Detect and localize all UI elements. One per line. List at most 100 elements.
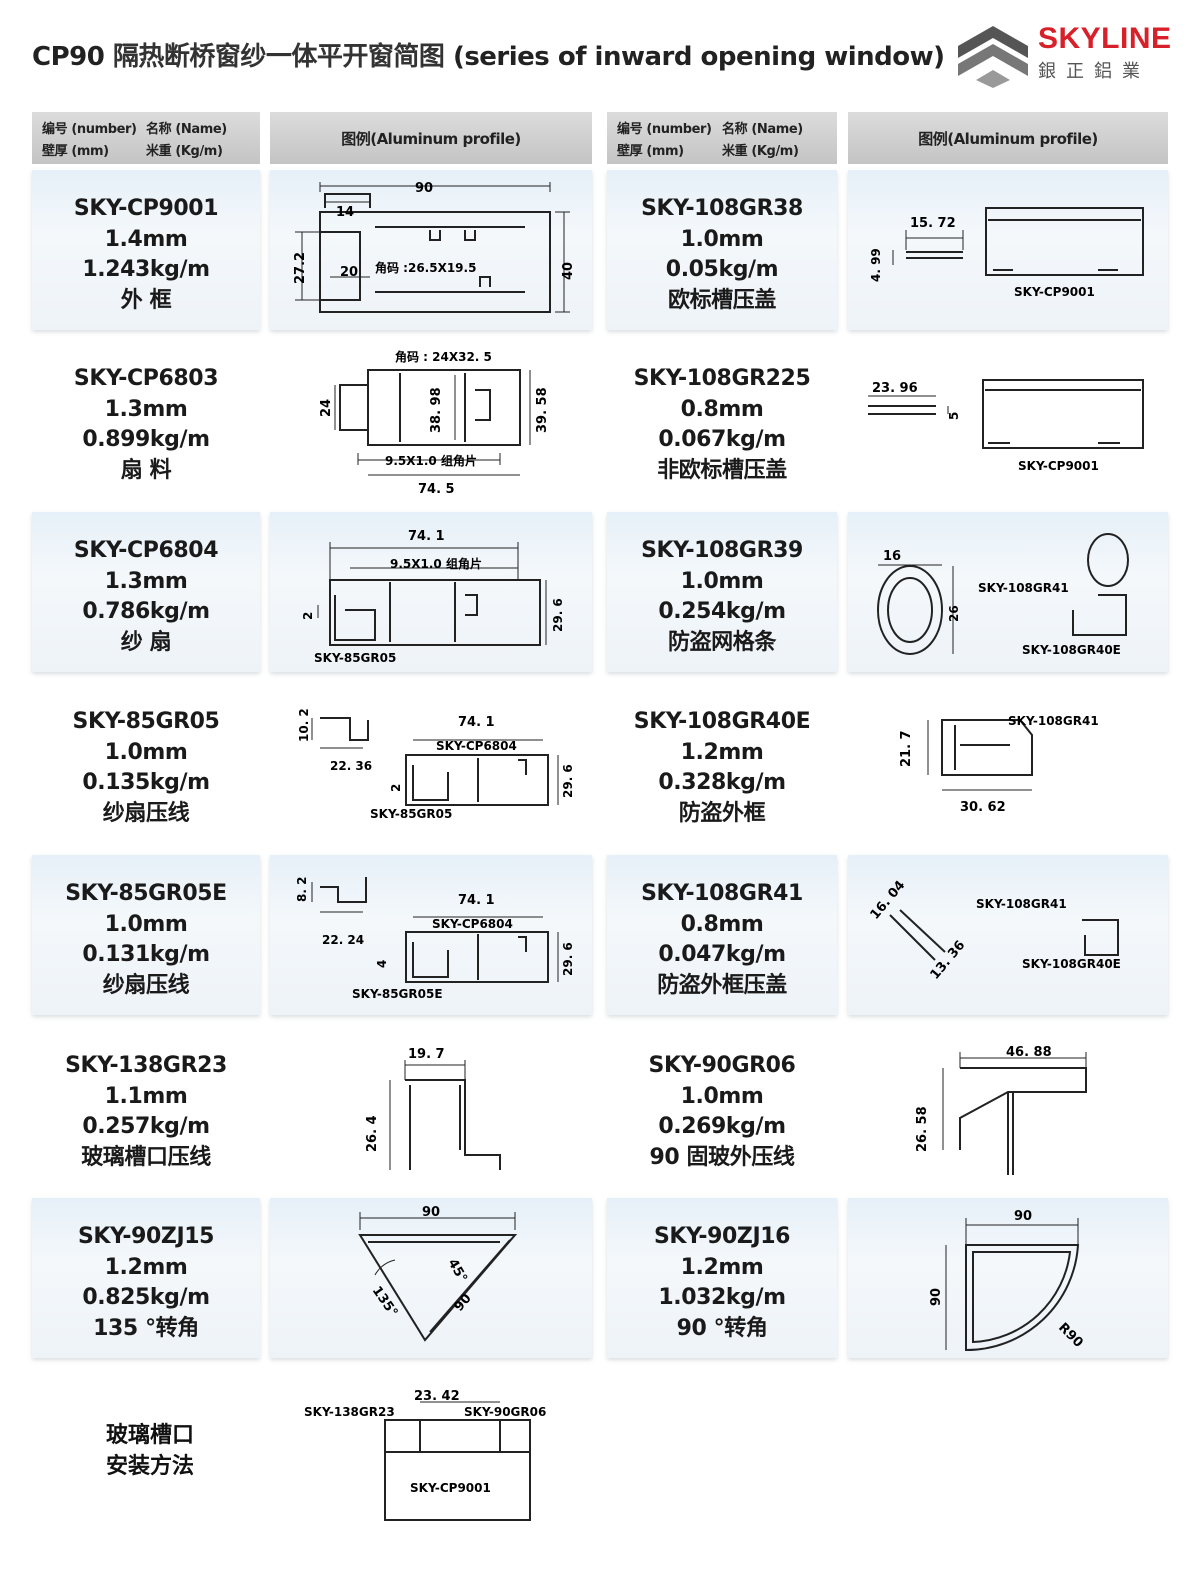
drawing-sky-108gr41: 16. 04 13. 36 SKY-108GR41 SKY-108GR40E xyxy=(868,880,1121,983)
profile-name: 纱扇压线 xyxy=(102,800,190,826)
page-title: CP90 隔热断桥窗纱一体平开窗简图 (series of inward ope… xyxy=(32,42,945,72)
profile-weight: 0.257kg/m xyxy=(82,1114,210,1139)
profile-name: 防盗网格条 xyxy=(667,629,776,655)
column-header-drawing-left: 图例(Aluminum profile) xyxy=(270,112,592,164)
drawing-sky-108gr39: 16 26 SKY-108GR41 SKY-108GR40E xyxy=(877,533,1129,657)
profile-thickness: 1.0mm xyxy=(680,1083,764,1109)
profile-code: SKY-108GR41 xyxy=(641,881,803,906)
profile-thickness: 1.0mm xyxy=(104,911,188,937)
svg-text:R90: R90 xyxy=(1055,1320,1085,1350)
svg-text:SKY-CP9001: SKY-CP9001 xyxy=(410,1481,491,1495)
drawing-sky-108gr38: 15. 72 4. 99 SKY-CP9001 xyxy=(869,207,1144,299)
svg-text:29. 6: 29. 6 xyxy=(551,598,565,632)
svg-text:SKY-108GR40E: SKY-108GR40E xyxy=(1022,643,1121,657)
profile-code: SKY-CP6803 xyxy=(73,366,219,391)
profile-name: 欧标槽压盖 xyxy=(667,287,776,313)
svg-text:26: 26 xyxy=(947,605,961,622)
svg-text:74. 1: 74. 1 xyxy=(458,715,495,730)
svg-text:38. 98: 38. 98 xyxy=(429,387,444,433)
svg-text:SKY-90GR06: SKY-90GR06 xyxy=(464,1405,546,1419)
profile-info-left-4: SKY-85GR05 1.0mm 0.135kg/m 纱扇压线 xyxy=(32,683,260,843)
drawing-sky-108gr225: 23. 96 5 SKY-CP9001 xyxy=(868,379,1144,473)
column-header-info-right: 编号 (number)名称 (Name) 壁厚 (mm)米重 (Kg/m) xyxy=(607,112,837,164)
profile-code: SKY-108GR40E xyxy=(633,709,811,734)
profile-drawing-cell-right-3 xyxy=(848,512,1168,672)
svg-text:16. 04: 16. 04 xyxy=(868,880,909,923)
profile-weight: 0.05kg/m xyxy=(665,257,779,282)
column-header-drawing-right: 图例(Aluminum profile) xyxy=(848,112,1168,164)
svg-text:90: 90 xyxy=(422,1205,440,1220)
profile-code: SKY-108GR39 xyxy=(641,538,803,563)
svg-text:90: 90 xyxy=(1014,1209,1032,1224)
svg-text:19. 7: 19. 7 xyxy=(408,1047,445,1062)
svg-text:74. 1: 74. 1 xyxy=(408,529,445,544)
profile-thickness: 1.4mm xyxy=(104,226,188,252)
svg-text:21. 7: 21. 7 xyxy=(899,730,914,767)
profile-weight: 0.131kg/m xyxy=(82,942,210,967)
drawing-sky-cp9001: 90 14 20 角码 :26.5X19.5 27.2 40 xyxy=(293,181,576,313)
profile-code: SKY-108GR225 xyxy=(633,366,811,391)
drawing-sky-90gr06: 46. 88 26. 58 xyxy=(915,1045,1087,1175)
svg-text:SKY-85GR05: SKY-85GR05 xyxy=(314,651,396,665)
profile-weight: 0.825kg/m xyxy=(82,1285,210,1310)
profile-code: SKY-85GR05 xyxy=(72,709,220,734)
svg-text:90: 90 xyxy=(452,1291,475,1315)
svg-text:4: 4 xyxy=(375,960,389,968)
column-header-info-left: 编号 (number)名称 (Name) 壁厚 (mm)米重 (Kg/m) xyxy=(32,112,260,164)
svg-text:90: 90 xyxy=(415,181,433,196)
profile-thickness: 0.8mm xyxy=(680,911,764,937)
profile-name: 玻璃槽口压线 xyxy=(81,1144,211,1170)
profile-name: 90 固玻外压线 xyxy=(649,1144,795,1170)
logo-text: SKYLINE xyxy=(1038,22,1172,55)
profile-name: 纱 扇 xyxy=(120,629,172,655)
profile-code: SKY-85GR05E xyxy=(65,881,227,906)
drawing-sky-85gr05e: 8. 2 22. 24 74. 1 SKY-CP6804 4 29. 6 SKY… xyxy=(295,877,575,1001)
profile-weight: 0.254kg/m xyxy=(658,599,786,624)
svg-text:角码 :26.5X19.5: 角码 :26.5X19.5 xyxy=(375,260,476,275)
drawing-sky-108gr40e: SKY-108GR41 21. 7 30. 62 xyxy=(899,714,1099,815)
profile-weight: 0.067kg/m xyxy=(658,427,786,452)
svg-text:16: 16 xyxy=(883,549,901,564)
svg-text:39. 58: 39. 58 xyxy=(535,387,550,433)
profile-name: 扇 料 xyxy=(120,457,172,483)
svg-text:SKY-108GR41: SKY-108GR41 xyxy=(976,897,1067,911)
svg-text:SKY-85GR05: SKY-85GR05 xyxy=(370,807,452,821)
svg-text:2: 2 xyxy=(301,612,315,620)
svg-text:22. 24: 22. 24 xyxy=(322,933,364,947)
svg-text:135°: 135° xyxy=(369,1284,401,1320)
svg-text:26. 58: 26. 58 xyxy=(915,1106,930,1152)
svg-text:SKY-CP9001: SKY-CP9001 xyxy=(1018,459,1099,473)
svg-text:9.5X1.0 组角片: 9.5X1.0 组角片 xyxy=(390,556,482,571)
svg-text:29. 6: 29. 6 xyxy=(561,942,575,976)
drawing-sky-90zj16: 90 90 R90 xyxy=(929,1209,1086,1352)
svg-text:29. 6: 29. 6 xyxy=(561,764,575,798)
profile-code: SKY-138GR23 xyxy=(65,1053,227,1078)
svg-text:5: 5 xyxy=(947,412,961,420)
profile-thickness: 1.2mm xyxy=(680,1254,764,1280)
profile-thickness: 1.0mm xyxy=(104,739,188,765)
svg-text:SKY-CP6804: SKY-CP6804 xyxy=(436,739,517,753)
svg-text:22. 36: 22. 36 xyxy=(330,759,372,773)
svg-text:46. 88: 46. 88 xyxy=(1006,1045,1052,1060)
svg-text:SKY-CP6804: SKY-CP6804 xyxy=(432,917,513,931)
profile-weight: 0.269kg/m xyxy=(658,1114,786,1139)
svg-text:SKY-108GR40E: SKY-108GR40E xyxy=(1022,957,1121,971)
profile-name: 防盗外框压盖 xyxy=(657,972,787,998)
drawing-sky-cp6803: 角码 : 24X32. 5 9.5X1.0 组角片 74. 5 24 38. 9… xyxy=(319,349,550,497)
profile-name: 135 °转角 xyxy=(93,1315,199,1341)
profile-weight: 0.135kg/m xyxy=(82,770,210,795)
profile-drawing-cell-left-5 xyxy=(270,855,592,1015)
svg-text:10. 2: 10. 2 xyxy=(297,708,311,742)
profile-drawing-cell-right-5 xyxy=(848,855,1168,1015)
profile-code: SKY-CP6804 xyxy=(73,538,219,563)
profile-drawing-cell-right-1 xyxy=(848,170,1168,330)
svg-text:SKY-138GR23: SKY-138GR23 xyxy=(304,1405,395,1419)
svg-text:23. 96: 23. 96 xyxy=(872,381,918,396)
